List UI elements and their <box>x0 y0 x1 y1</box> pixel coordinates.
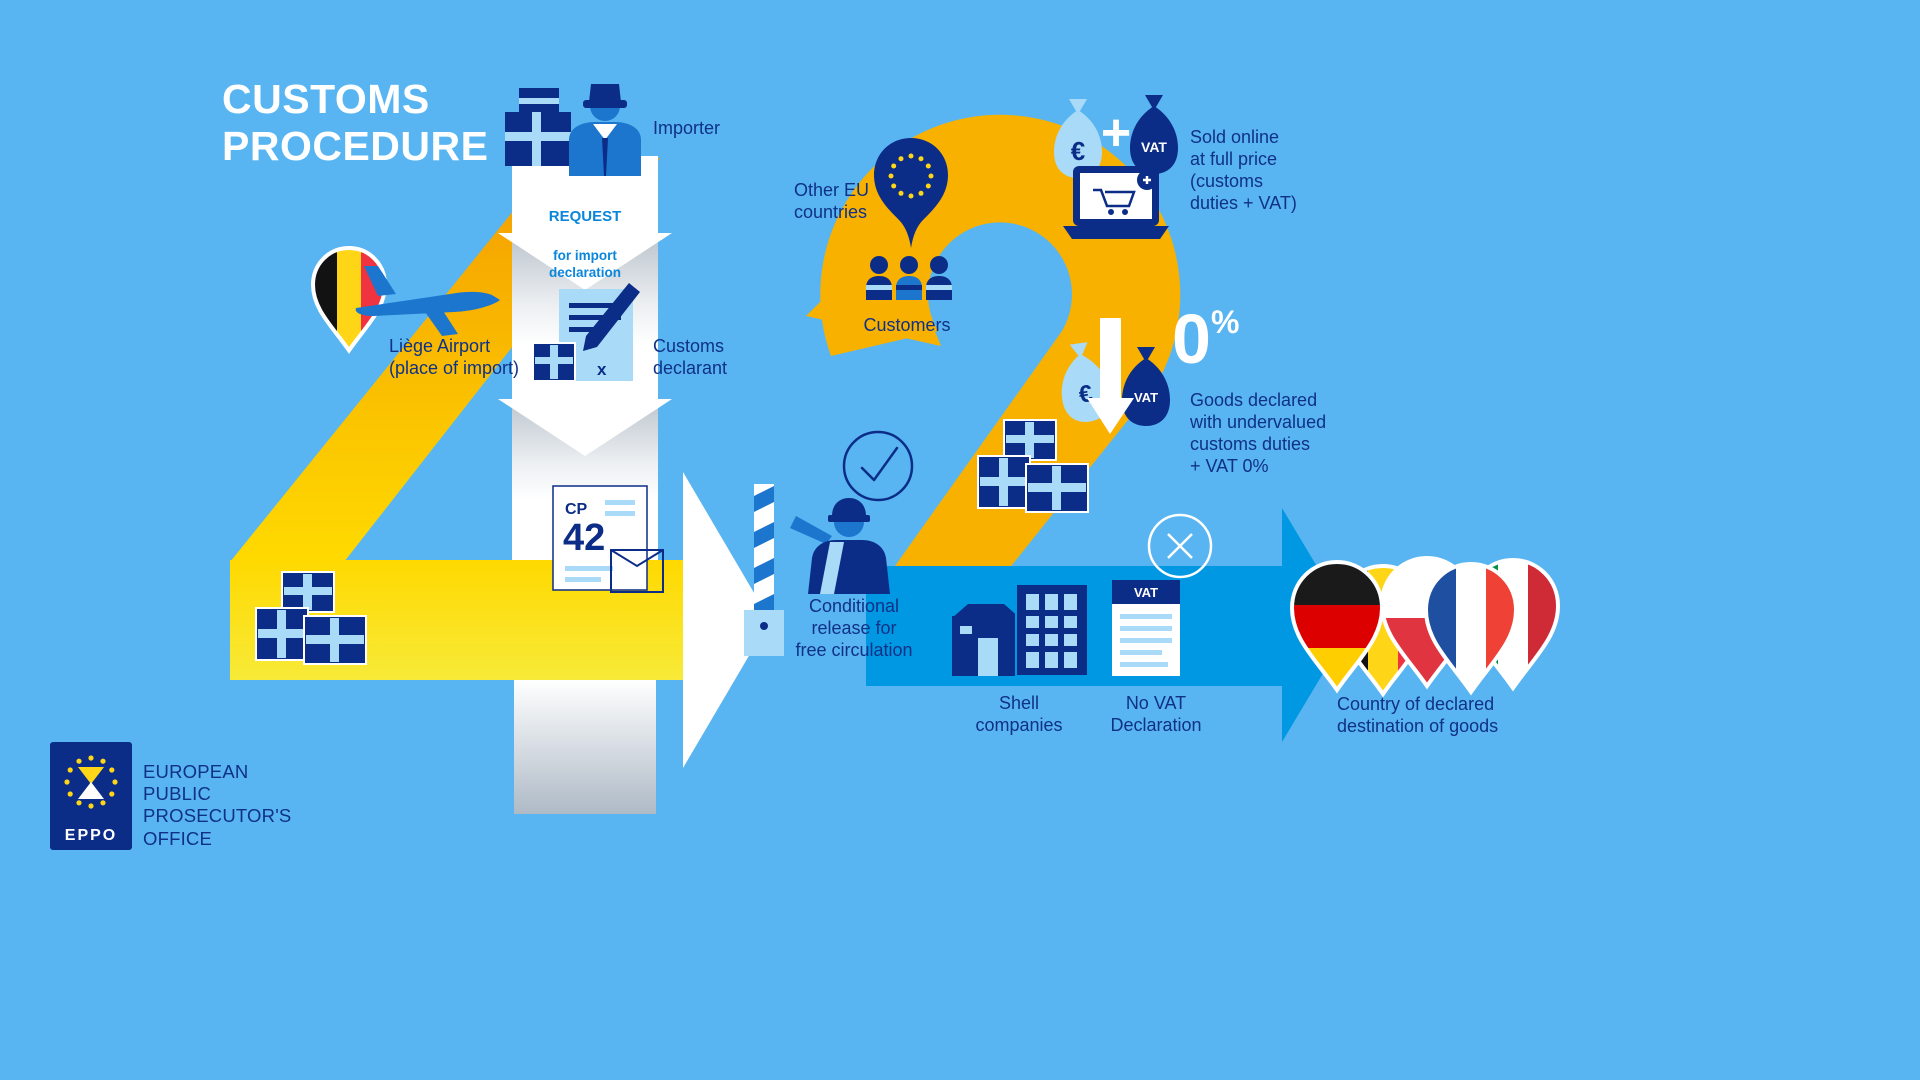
cp-number: 42 <box>563 517 605 559</box>
cp-label: CP <box>565 501 588 518</box>
zero-value: 0 <box>1172 300 1211 378</box>
vat-bag-label: VAT <box>1134 390 1158 405</box>
zero-percent-badge: 0% <box>1172 304 1239 374</box>
vat-bag-label: VAT <box>1141 139 1167 155</box>
handwritten-x-mark: x <box>597 360 607 379</box>
eppo-wordmark: EPPO <box>65 827 117 844</box>
customs-declarant-label: Customs declarant <box>653 336 728 378</box>
vat-bag-icon: VAT <box>1130 95 1178 174</box>
belgium-flag-balloon-icon <box>313 248 385 350</box>
other-eu-countries-label: Other EU countries <box>794 180 870 222</box>
vat-bag-icon: VAT <box>1122 347 1170 426</box>
percent-sign: % <box>1210 304 1240 340</box>
request-declaration-label: REQUEST for import declaration <box>512 186 658 303</box>
goods-declared-label: Goods declared with undervalued customs … <box>1190 390 1327 476</box>
x-circle-icon <box>1147 513 1213 579</box>
request-subtitle: for import declaration <box>548 248 622 280</box>
import-declaration-flow-arrow <box>498 156 672 560</box>
plane-icon <box>355 266 500 336</box>
eppo-logo: EPPO <box>50 742 132 850</box>
eppo-stars <box>64 755 118 809</box>
money-bags-full-price-icon: € + VAT <box>1054 95 1178 178</box>
outlined-box-icon <box>610 549 664 593</box>
customs-barrier-icon <box>744 484 784 656</box>
euro-symbol: € <box>1071 136 1085 166</box>
no-vat-declaration-icon: VAT <box>1112 580 1180 676</box>
liege-airport-label: Liège Airport (place of import) <box>389 336 520 378</box>
online-shop-laptop-icon <box>1063 166 1169 239</box>
free-circulation-arrow <box>683 472 770 768</box>
conditional-release-label: Conditional release for free circulation <box>795 596 913 660</box>
euro-bag-icon: € <box>1054 99 1102 178</box>
vat-doc-title: VAT <box>1134 585 1158 600</box>
country-destination-label: Country of declared destination of goods <box>1337 694 1499 736</box>
money-bags-undervalued-icon: € VAT <box>1054 318 1170 434</box>
shell-companies-label: Shell companies <box>975 693 1063 735</box>
plus-symbol: + <box>1101 104 1131 162</box>
org-name-label: EUROPEAN PUBLIC PROSECUTOR'S OFFICE <box>143 761 292 849</box>
request-title: REQUEST <box>548 207 622 225</box>
customs-declarant-icon: x <box>532 283 640 382</box>
eu-stars <box>888 153 934 199</box>
eu-pin-icon <box>874 138 948 248</box>
destination-flag-balloons <box>1290 556 1560 696</box>
page-title: CUSTOMS PROCEDURE <box>222 76 489 170</box>
customers-icon <box>866 256 952 300</box>
customs-officer-icon <box>790 498 890 594</box>
hourglass-icon <box>78 767 104 784</box>
cart-icon <box>1093 188 1136 208</box>
customers-label: Customers <box>863 315 951 335</box>
sold-online-label: Sold online at full price (customs dutie… <box>1190 127 1297 213</box>
no-vat-declaration-label: No VAT Declaration <box>1110 693 1202 735</box>
check-circle-icon <box>842 430 914 502</box>
importer-icon <box>505 84 641 176</box>
undervalue-down-arrow-icon <box>1087 318 1134 434</box>
importer-label: Importer <box>653 118 721 138</box>
shell-companies-icon <box>952 583 1089 677</box>
cp42-document-icon: CP 42 <box>552 485 664 593</box>
destination-flow-arrow <box>866 508 1352 742</box>
